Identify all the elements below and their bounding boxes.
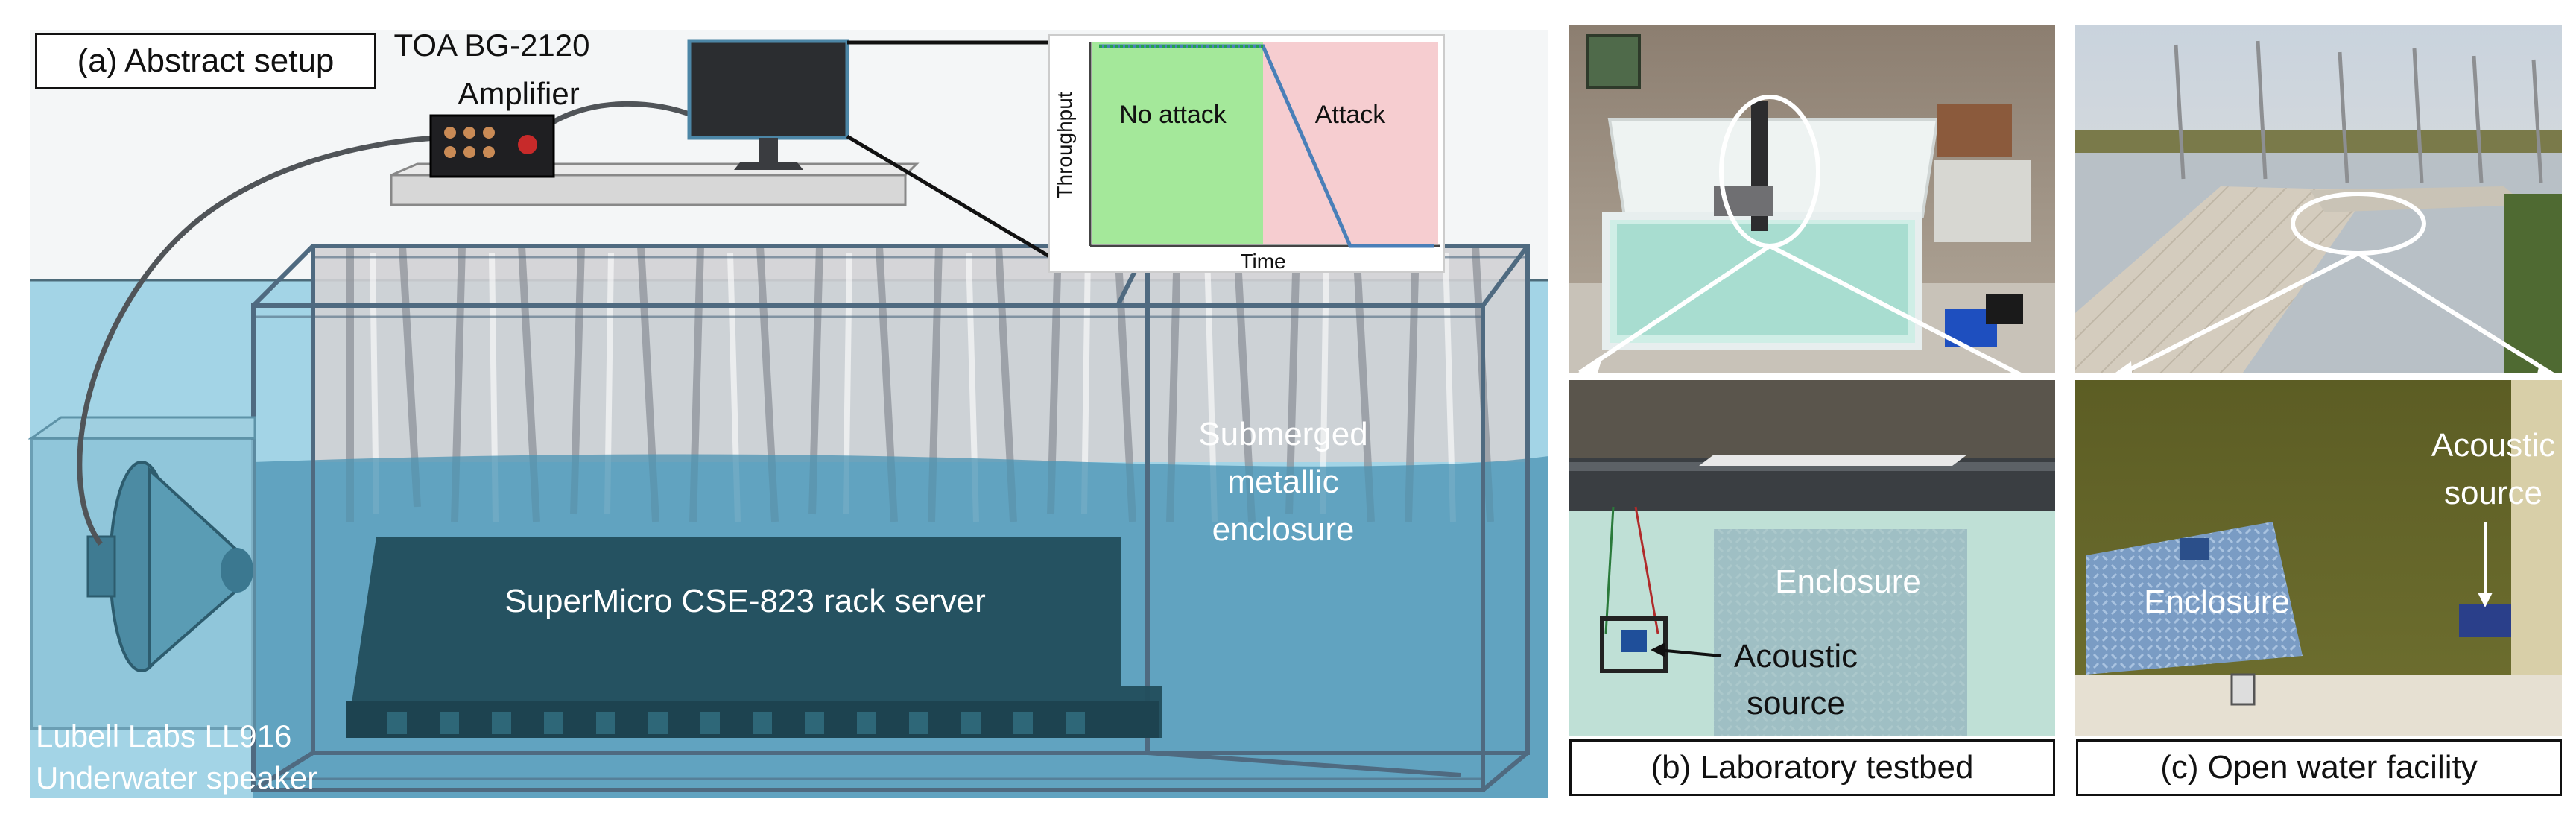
amplifier-device — [429, 114, 555, 178]
dock-enclosure-label: Enclosure — [2144, 584, 2290, 620]
no-attack-label: No attack — [1119, 101, 1227, 129]
amplifier-label-line1: TOA BG-2120 — [393, 28, 589, 63]
speaker-cable — [77, 134, 478, 546]
dock-source-label-line1: Acoustic — [2431, 427, 2555, 464]
dock-source-label-line2: source — [2444, 475, 2542, 511]
open-water-enclosure-photo — [2075, 380, 2562, 736]
amplifier-label-line2: Amplifier — [458, 76, 579, 111]
caption-panel-b: (b) Laboratory testbed — [1569, 739, 2055, 796]
caption-panel-a: (a) Abstract setup — [35, 33, 376, 89]
inset-y-label: Throughput — [1053, 92, 1076, 198]
lab-tank-photo — [1569, 25, 2055, 373]
underwater-speaker — [28, 416, 256, 730]
lab-source-label-line2: source — [1747, 685, 1845, 721]
panel-c: Acoustic source Enclosure — [2075, 25, 2563, 736]
open-water-dock-photo — [2075, 25, 2562, 373]
speaker-label-line1: Lubell Labs LL916 — [36, 718, 291, 754]
arrow-to-source-b — [1657, 648, 1722, 657]
zoom-line-b-left — [1578, 244, 1771, 375]
throughput-inset-chart: No attack Attack Throughput Time — [1048, 34, 1445, 273]
enclosure-label-line2: metallic — [1227, 464, 1338, 500]
no-attack-region — [1092, 42, 1263, 244]
amp-cable — [550, 101, 694, 126]
lab-source-label-line1: Acoustic — [1734, 638, 1858, 675]
attack-region — [1263, 42, 1438, 244]
server-label: SuperMicro CSE-823 rack server — [504, 583, 986, 619]
zoom-line-c-right — [2357, 251, 2557, 379]
caption-panel-c: (c) Open water facility — [2076, 739, 2562, 796]
enclosure-label-line1: Submerged — [1198, 416, 1367, 452]
rack-server — [346, 537, 1162, 738]
panel-a: No attack Attack Throughput Time TOA BG-… — [28, 28, 1548, 798]
monitor-device — [687, 39, 849, 170]
lab-enclosure-label: Enclosure — [1775, 563, 1921, 600]
lab-enclosure-photo — [1569, 380, 2055, 736]
panel-b: Enclosure Acoustic source — [1569, 25, 2055, 736]
zoom-line-c-left — [2115, 251, 2360, 379]
zoom-line-b-right — [1768, 244, 2047, 390]
zoom-line-bottom — [846, 134, 1052, 259]
speaker-label-line2: Underwater speaker — [36, 760, 317, 795]
inset-x-label: Time — [1240, 250, 1285, 273]
enclosure-label-line3: enclosure — [1212, 511, 1355, 548]
attack-label: Attack — [1315, 101, 1386, 129]
throughput-line — [1099, 44, 1434, 248]
